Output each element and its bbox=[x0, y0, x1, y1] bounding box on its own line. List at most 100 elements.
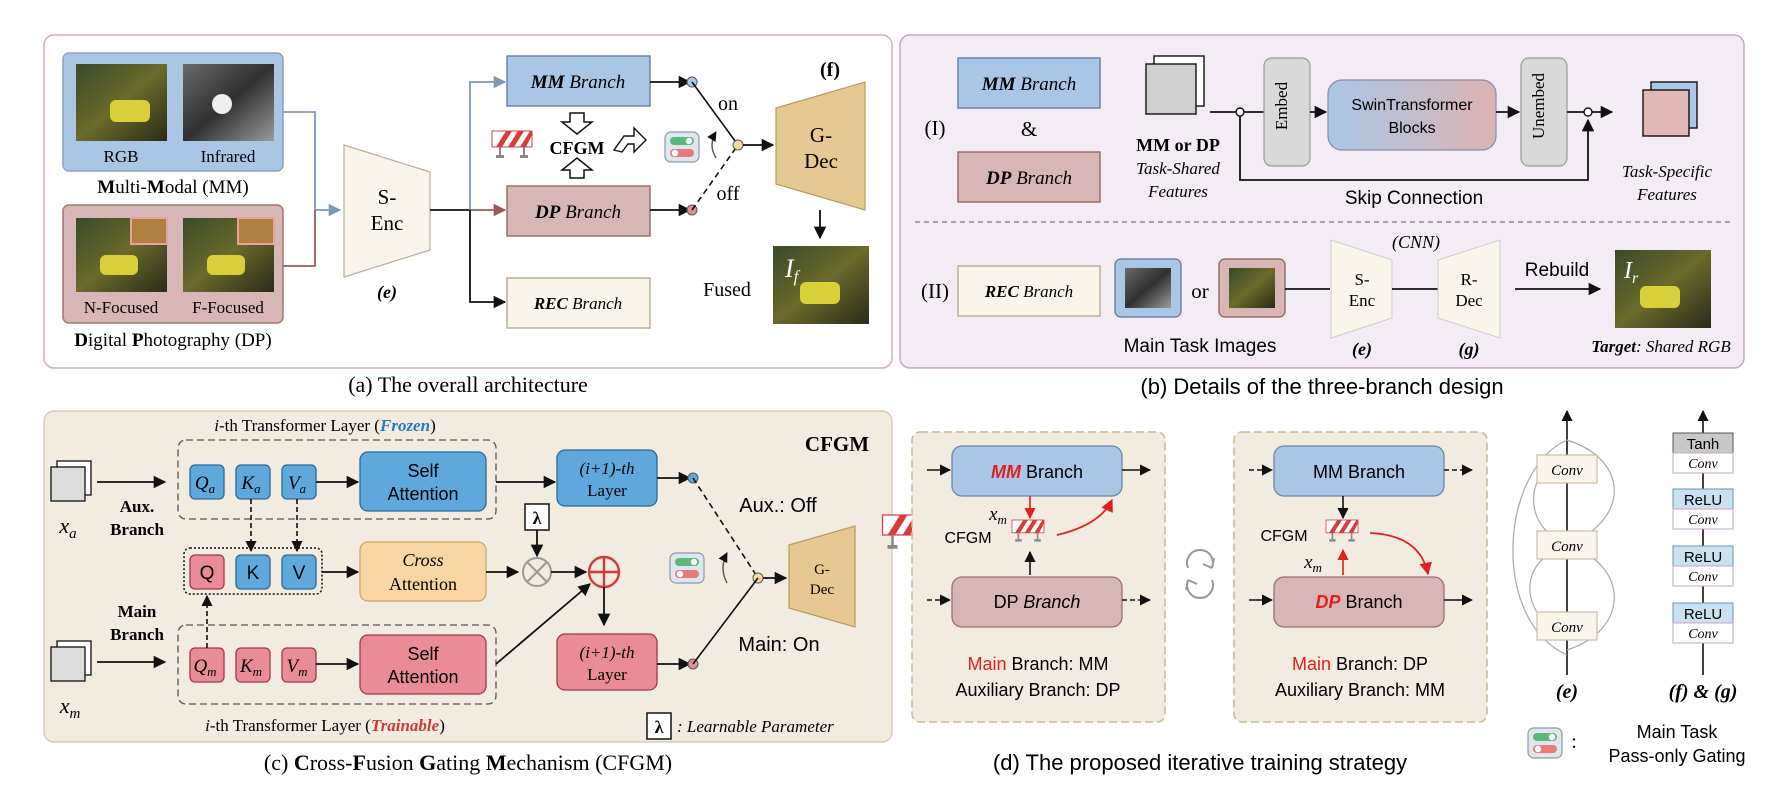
d-left-xm: xm bbox=[988, 504, 1007, 527]
k-label: K bbox=[247, 563, 260, 584]
swin-block bbox=[1327, 79, 1497, 151]
xa-label: xa bbox=[58, 513, 76, 542]
self-attention-a-label-2: Attention bbox=[387, 484, 458, 504]
gdec-tag: (f) bbox=[820, 59, 840, 81]
panel-b-caption: (b) Details of the three-branch design bbox=[1140, 374, 1503, 399]
cross-attention-label-2: Attention bbox=[389, 574, 457, 594]
qa-box bbox=[189, 464, 225, 500]
d-left-cfgm-to-mm bbox=[1056, 498, 1113, 536]
d-left-dp-box bbox=[951, 576, 1123, 628]
ffocused-car bbox=[207, 255, 245, 275]
rebuild-label: Rebuild bbox=[1525, 260, 1589, 281]
d-right-cfgm-label: CFGM bbox=[1260, 528, 1307, 545]
e-conv-3-label: Conv bbox=[1551, 620, 1583, 636]
aux-branch-label-2: Branch bbox=[110, 520, 164, 539]
q-label: Q bbox=[200, 563, 215, 584]
d-left-mm-box bbox=[951, 445, 1123, 497]
gate-rotate-arrow bbox=[707, 131, 717, 159]
dp-to-senc-connector bbox=[283, 210, 316, 267]
d-left-dp-label: DP Branch bbox=[994, 592, 1081, 612]
rec-branch-label: REC Branch bbox=[533, 294, 622, 313]
fused-car bbox=[800, 282, 840, 304]
specific-label-1: Task-Specific bbox=[1622, 162, 1712, 181]
self-attention-a-label-1: Self bbox=[407, 461, 439, 481]
fg-relu-3-label: ReLU bbox=[1684, 606, 1722, 623]
km-box bbox=[235, 647, 271, 683]
rec-branch-box bbox=[506, 277, 651, 329]
e-conv-1-label: Conv bbox=[1551, 463, 1583, 479]
qa-label: Qa bbox=[195, 473, 216, 496]
frozen-layer-title: i-th Transformer Layer (Frozen) bbox=[214, 416, 435, 435]
d-right-mm-box bbox=[1273, 445, 1445, 497]
gate-on-line bbox=[691, 81, 739, 146]
main-branch-label-1: Main bbox=[118, 602, 157, 621]
e-conv-1 bbox=[1536, 454, 1598, 484]
fg-conv-4-label: Conv bbox=[1688, 627, 1718, 642]
fg-tanh-label: Tanh bbox=[1687, 436, 1720, 453]
rdec-label-1: R- bbox=[1461, 270, 1478, 289]
trainable-layer-frame bbox=[177, 624, 497, 705]
ka-label: Ka bbox=[240, 473, 261, 496]
b-senc-tag: (e) bbox=[1352, 339, 1372, 360]
d-left-aux-line: Auxiliary Branch: DP bbox=[955, 680, 1120, 700]
k-box bbox=[235, 554, 271, 590]
xm-stack-front bbox=[50, 646, 86, 682]
senc-tag: (e) bbox=[377, 282, 397, 303]
iterate-cycle-icon bbox=[1185, 549, 1215, 599]
e-conv-2-label: Conv bbox=[1551, 539, 1583, 555]
senc-label-1: S- bbox=[378, 185, 397, 209]
ffocused-inset bbox=[237, 217, 275, 245]
row-i-label: (I) bbox=[925, 116, 946, 140]
c-gate-rotate-arrow bbox=[718, 552, 728, 584]
fg-conv-3-label: Conv bbox=[1688, 570, 1718, 585]
fg-conv-4-box bbox=[1672, 622, 1734, 644]
trainable-layer-title: i-th Transformer Layer (Trainable) bbox=[205, 716, 445, 735]
aux-branch-label-1: Aux. bbox=[120, 497, 154, 516]
panel-e: Conv Conv Conv (e) bbox=[1512, 409, 1615, 703]
gating-switch-icon bbox=[664, 131, 700, 163]
panel-a: RGB Infrared Multi-Modal (MM) N-Focused … bbox=[43, 34, 893, 369]
fused-label: Fused bbox=[703, 279, 751, 301]
dp-group-title: Digital Photography (DP) bbox=[74, 330, 271, 351]
gating-legend: : Main Task Pass-only Gating bbox=[1527, 722, 1746, 766]
panel-fg: Tanh Conv ReLU Conv ReLU Conv ReLU Conv … bbox=[1669, 409, 1738, 703]
shared-feature-front bbox=[1145, 63, 1197, 115]
fg-conv-1-box bbox=[1672, 452, 1734, 474]
qkv-group-frame bbox=[183, 547, 323, 595]
trunk-to-rec bbox=[469, 210, 507, 309]
legend-lambda-symbol: λ bbox=[655, 717, 664, 737]
dp-branch-label: DP Branch bbox=[534, 202, 621, 223]
main-image-mm-thumb bbox=[1125, 268, 1171, 308]
v-label: V bbox=[293, 563, 306, 584]
gdec-label-1: G- bbox=[810, 123, 832, 147]
legend-lambda-text: : Learnable Parameter bbox=[677, 717, 834, 736]
q-box bbox=[189, 554, 225, 590]
next-layer-m-label-2: Layer bbox=[587, 665, 627, 684]
b-dp-branch-box bbox=[957, 151, 1101, 203]
gdec-block bbox=[775, 81, 866, 211]
b-senc-block bbox=[1330, 239, 1393, 339]
infrared-label: Infrared bbox=[201, 147, 256, 166]
cfgm-up-hollow-arrow bbox=[559, 112, 595, 135]
d-right-main-line: Main Branch: DP bbox=[1292, 654, 1428, 674]
ka-box bbox=[235, 464, 271, 500]
mm-group-title: Multi-Modal (MM) bbox=[97, 177, 248, 198]
legend-gating-line-1: Main Task bbox=[1637, 722, 1719, 742]
rdec-block bbox=[1437, 239, 1501, 339]
multiply-x2 bbox=[526, 561, 548, 583]
d-left-main-line: Main Branch: MM bbox=[967, 654, 1108, 674]
cfgm-label: CFGM bbox=[550, 138, 605, 158]
next-layer-m-box bbox=[556, 633, 658, 691]
specific-feature-front bbox=[1642, 89, 1690, 137]
rgb-car bbox=[110, 100, 150, 122]
shared-title: MM or DP bbox=[1136, 135, 1220, 155]
c-gdec-label-1: G- bbox=[814, 562, 830, 578]
panel-c-caption: (c) Cross-Fusion Gating Mechanism (CFGM) bbox=[264, 750, 672, 775]
main-gate-line bbox=[692, 577, 759, 665]
gate-on-label: on bbox=[718, 93, 738, 115]
gate-junction-dot bbox=[732, 139, 744, 151]
fg-tag: (f) & (g) bbox=[1669, 681, 1738, 703]
cnn-label: (CNN) bbox=[1392, 232, 1440, 253]
cfgm-recycle-arrow bbox=[612, 126, 647, 154]
